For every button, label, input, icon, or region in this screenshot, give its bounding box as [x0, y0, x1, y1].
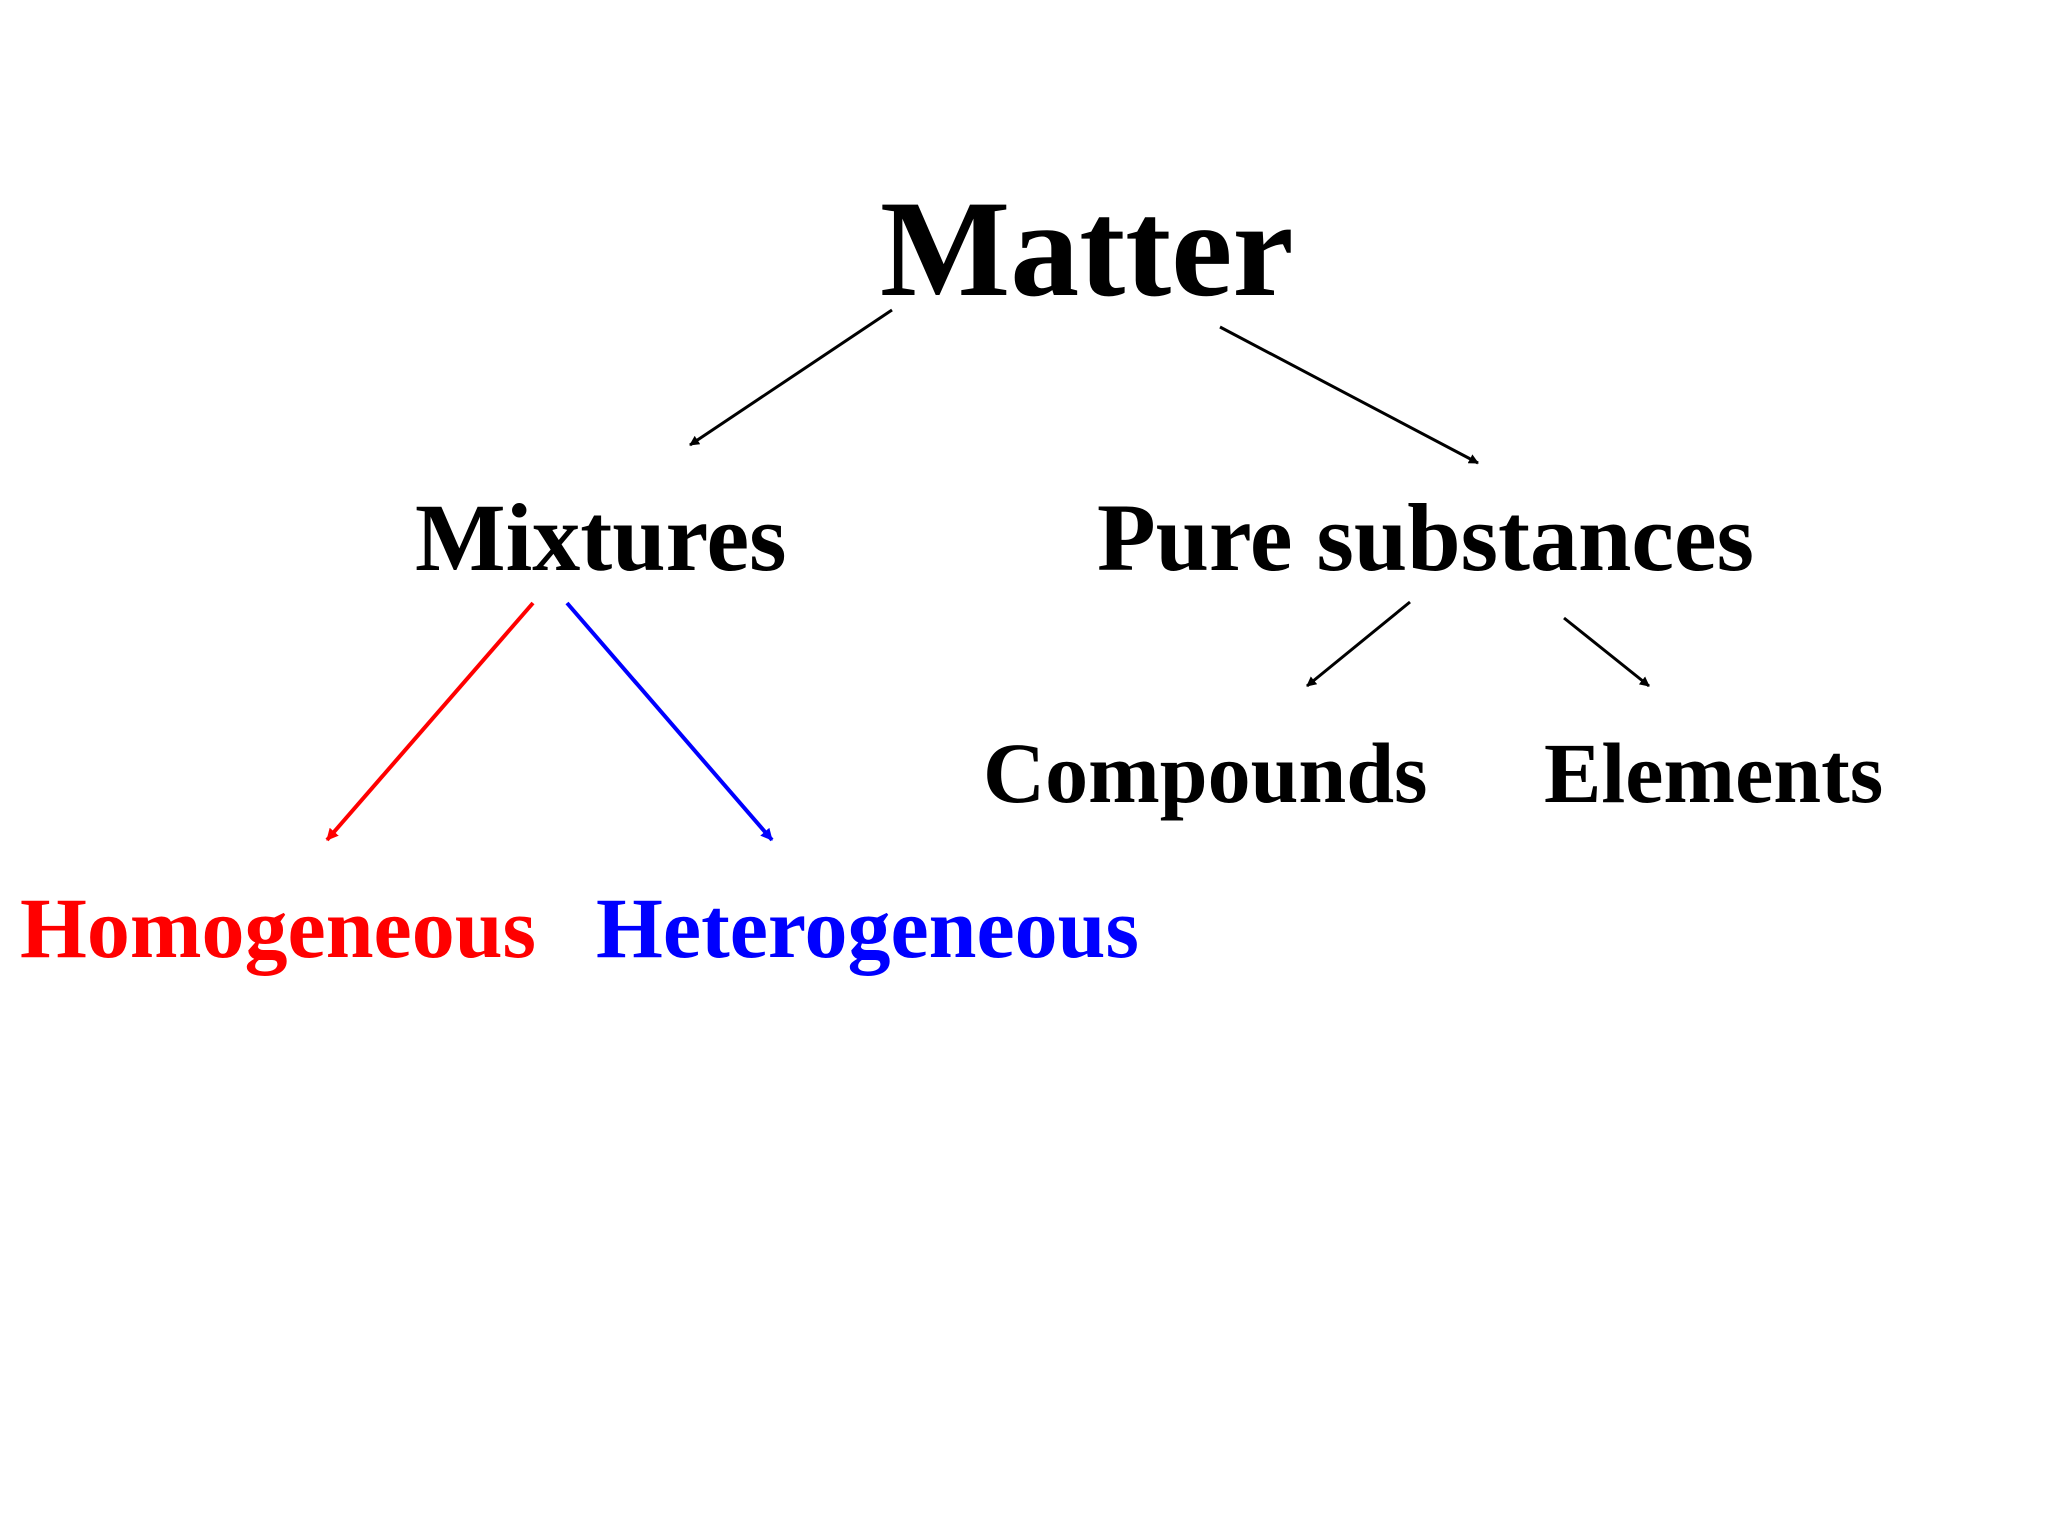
arrow-pure-substances-to-elements [1563, 616, 1650, 688]
node-mixtures: Mixtures [415, 484, 787, 591]
arrow-mixtures-to-homogeneous [325, 601, 535, 842]
node-matter: Matter [880, 172, 1294, 325]
arrow-pure-substances-to-compounds [1306, 600, 1411, 688]
node-compounds: Compounds [983, 725, 1428, 821]
arrow-mixtures-to-heterogeneous [565, 601, 774, 842]
arrow-matter-to-mixtures [689, 308, 893, 447]
arrow-matter-to-pure-substances [1219, 325, 1479, 465]
node-elements: Elements [1544, 725, 1884, 821]
node-homogeneous: Homogeneous [20, 880, 536, 976]
node-heterogeneous: Heterogeneous [596, 880, 1139, 976]
node-pure-substances: Pure substances [1097, 484, 1754, 591]
